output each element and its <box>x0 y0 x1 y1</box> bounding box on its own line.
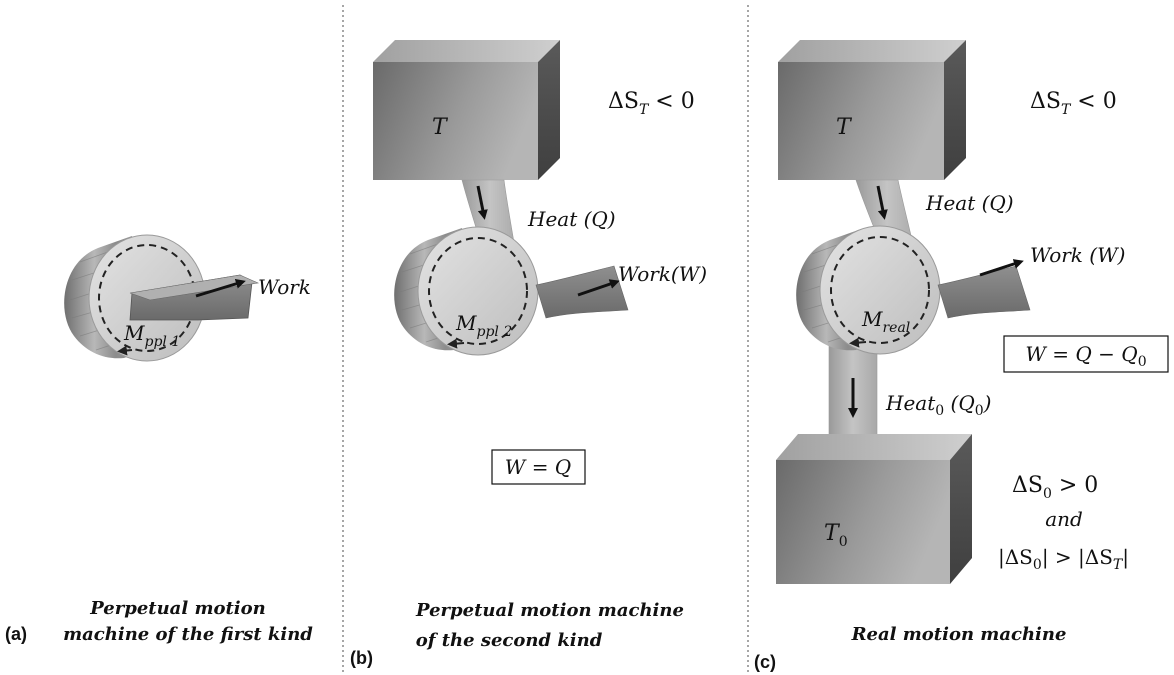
reservoir-label: T <box>836 115 853 140</box>
caption-line-1: Perpetual motion machine <box>415 600 684 621</box>
entropy-label: ΔST < 0 <box>1030 89 1117 118</box>
cold-reservoir-label: T0 <box>824 521 848 550</box>
reservoir-label: T <box>432 115 449 140</box>
work-strip <box>937 265 1031 319</box>
hot-reservoir <box>373 40 560 180</box>
work-arrow <box>979 259 1024 277</box>
equation: W = Q <box>505 455 571 479</box>
heat-arrow <box>876 185 888 220</box>
hot-reservoir <box>778 40 966 180</box>
caption-line-1: Perpetual motion <box>89 598 266 619</box>
machine-label: Mppl 1 <box>123 321 180 350</box>
machine-label: Mreal <box>861 307 910 336</box>
work-label: Work <box>258 275 311 299</box>
machine-cylinder <box>796 225 941 355</box>
entropy-label: ΔST < 0 <box>608 89 695 118</box>
panel-letter: (c) <box>754 652 776 672</box>
equation: W = Q − Q0 <box>1025 342 1146 370</box>
machine-label: Mppl 2 <box>455 311 512 340</box>
caption-line-1: Real motion machine <box>851 624 1067 645</box>
panel-c: T ΔST < 0 Heat (Q) Work (W) Mreal W = Q … <box>754 40 1169 672</box>
panel-letter: (a) <box>5 624 27 644</box>
panel-b: T ΔST < 0 Heat (Q) Work(W) Mppl 2 W = Q … <box>350 40 707 668</box>
work-label: Work (W) <box>1030 243 1125 267</box>
caption-line-2: of the second kind <box>416 630 603 651</box>
work-label: Work(W) <box>618 262 707 286</box>
heat-arrow <box>476 185 488 220</box>
cold-heat-label: Heat0 (Q0) <box>885 391 991 419</box>
equation-box <box>491 449 586 485</box>
work-arrow <box>577 279 620 297</box>
cold-reservoir <box>776 434 972 584</box>
work-strip <box>535 265 629 319</box>
panel-letter: (b) <box>350 648 373 668</box>
abs-comparison: |ΔS0| > |ΔST| <box>998 545 1129 573</box>
cold-entropy-label: ΔS0 > 0 <box>1012 473 1098 502</box>
machine-cylinder <box>394 226 539 356</box>
heat-label: Heat (Q) <box>925 191 1014 215</box>
work-arrow <box>195 278 246 298</box>
heat-label: Heat (Q) <box>527 207 616 231</box>
and-label: and <box>1045 507 1083 531</box>
panel-a: Work Mppl 1 (a) Perpetual motion machine… <box>5 234 313 645</box>
caption-line-2: machine of the first kind <box>63 624 313 645</box>
equation-box <box>1003 335 1169 373</box>
